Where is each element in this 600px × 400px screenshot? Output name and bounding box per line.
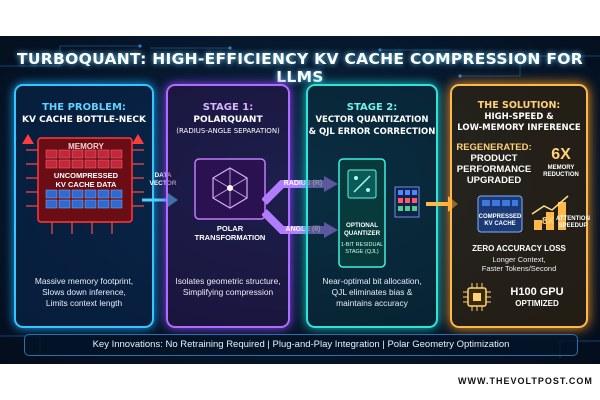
angle-label: ANGLE (θ) [285, 226, 321, 233]
optional-quantizer-icon [338, 158, 386, 268]
problem-desc-2: Slows down inference, [42, 287, 126, 297]
longer-context-text: Longer Context, [492, 255, 546, 264]
stage2-panel: STAGE 2: VECTOR QUANTIZATION & QJL ERROR… [306, 84, 438, 328]
problem-desc-3: Limits context length [45, 298, 123, 308]
problem-heading-1: THE PROBLEM: [42, 102, 126, 113]
regenerated-label: REGENERATED: [456, 142, 532, 153]
kv-cache-label: KV CACHE [484, 221, 516, 227]
stage2-heading-1: STAGE 2: [346, 102, 398, 113]
memory-chip-icon [22, 134, 144, 234]
stage1-heading-1: STAGE 1: [202, 102, 254, 113]
key-innovations-footer: Key Innovations: No Retraining Required … [24, 334, 578, 356]
solution-heading-2: HIGH-SPEED & [484, 112, 554, 122]
problem-desc-1: Massive memory footprint, [34, 276, 134, 286]
polar-label: POLAR [216, 224, 244, 233]
optimized-label: OPTIMIZED [515, 299, 559, 308]
gpu-chip-icon [463, 283, 491, 311]
vector-label: VECTOR [149, 180, 177, 187]
data-label: DATA [154, 172, 172, 179]
stage1-desc-2: Simplifying compression [182, 287, 274, 297]
h100-gpu-label: H100 GPU [510, 286, 564, 298]
stage2-heading-3: & QJL ERROR CORRECTION [308, 127, 436, 137]
stage2-desc-3: maintains accuracy [336, 298, 408, 308]
memory-text: MEMORY [547, 165, 575, 171]
optional-label: OPTIONAL [346, 222, 378, 229]
stage2-heading-2: VECTOR QUANTIZATION [315, 115, 429, 125]
product-label: PRODUCT [470, 153, 518, 164]
stage2-desc-2: QJL eliminates bias & [331, 287, 413, 297]
infographic-title: TURBOQUANT: HIGH-EFFICIENCY KV CACHE COM… [17, 50, 583, 86]
site-url[interactable]: WWW.THEVOLTPOST.COM [458, 376, 593, 386]
solution-heading-1: THE SOLUTION: [477, 100, 561, 111]
stage1-heading-2: POLARQUANT [193, 115, 263, 125]
problem-panel: THE PROBLEM: KV CACHE BOTTLE-NECK MEMORY… [14, 84, 154, 328]
kv-cache-data-label: KV CACHE DATA [55, 180, 117, 189]
upgraded-label: UPGRADED [466, 175, 522, 186]
compressed-cache-icon [477, 195, 569, 233]
zero-accuracy-loss-label: ZERO ACCURACY LOSS [472, 244, 566, 253]
stage1-panel: STAGE 1: POLARQUANT (RADIUS-ANGLE SEPARA… [166, 84, 290, 328]
performance-label: PERFORMANCE [456, 164, 532, 175]
attention-speedup-value: 8X [541, 216, 555, 227]
solution-heading-3: LOW-MEMORY INFERENCE [457, 123, 581, 133]
reduction-text: REDUCTION [543, 172, 579, 178]
transformation-label: TRANSFORMATION [194, 233, 266, 242]
stage2-desc-1: Near-optimal bit allocation, [322, 276, 422, 286]
qjl-stage-label: STAGE (QJL) [345, 249, 379, 255]
uncompressed-label: UNCOMPRESSED [53, 171, 119, 180]
solution-panel: THE SOLUTION: HIGH-SPEED & LOW-MEMORY IN… [450, 84, 590, 328]
stage1-heading-3: (RADIUS-ANGLE SEPARATION) [176, 127, 280, 135]
bit-grid-icon [394, 186, 420, 218]
stage1-desc-1: Isolates geometric structure, [175, 276, 281, 286]
radius-label: RADIUS (R) [283, 180, 323, 187]
attention-text: ATTENTION [556, 216, 590, 222]
memory-label: MEMORY [68, 142, 104, 151]
speedup-text: SPEEDUP [558, 223, 588, 229]
memory-reduction-value: 6X [551, 146, 571, 163]
problem-heading-2: KV CACHE BOTTLE-NECK [22, 115, 146, 125]
polar-transformation-icon [194, 158, 266, 220]
compressed-label: COMPRESSED [478, 214, 522, 220]
quantizer-label: QUANTIZER [343, 230, 381, 237]
faster-tokens-text: Faster Tokens/Second [481, 264, 557, 273]
one-bit-residual-label: 1-BIT RESIDUAL [340, 242, 384, 248]
